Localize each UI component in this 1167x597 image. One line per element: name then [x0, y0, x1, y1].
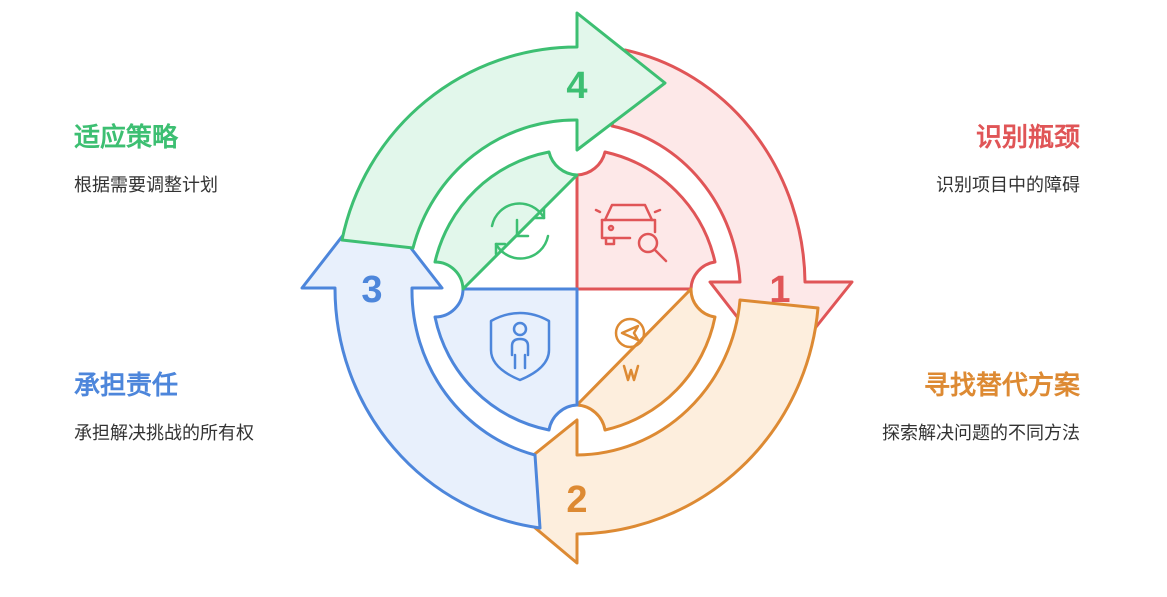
step-number-1: 1: [769, 269, 790, 311]
arrow-3: [300, 196, 542, 530]
quadrant-3: [433, 287, 579, 432]
step-number-3: 3: [361, 269, 382, 311]
step-description-3: 承担解决挑战的所有权: [74, 423, 254, 444]
step-title-2: 寻找替代方案: [923, 371, 1080, 401]
step-title-3: 承担责任: [74, 371, 179, 401]
step-description-4: 根据需要调整计划: [74, 175, 218, 196]
quadrant-4: [433, 150, 579, 291]
step-label-3: 承担责任 承担解决挑战的所有权: [74, 370, 289, 446]
step-number-2: 2: [566, 479, 587, 521]
compass-icon: [614, 317, 646, 382]
clock-cycle-icon: [490, 202, 550, 260]
car-search-icon: [594, 203, 668, 263]
step-description-2: 探索解决问题的不同方法: [882, 423, 1080, 444]
step-description-1: 识别项目中的障碍: [936, 175, 1080, 196]
step-title-1: 识别瓶颈: [975, 123, 1080, 153]
quadrant-2: [575, 287, 717, 432]
step-number-4: 4: [566, 65, 587, 107]
arrow-1: [610, 48, 854, 374]
step-title-4: 适应策略: [74, 123, 179, 153]
arrow-2: [488, 298, 820, 565]
arrow-4: [340, 11, 667, 250]
step-label-1: 识别瓶颈 识别项目中的障碍: [840, 122, 1080, 198]
step-label-2: 寻找替代方案 探索解决问题的不同方法: [840, 370, 1080, 446]
step-label-4: 适应策略 根据需要调整计划: [74, 122, 314, 198]
person-shield-icon: [489, 311, 551, 382]
